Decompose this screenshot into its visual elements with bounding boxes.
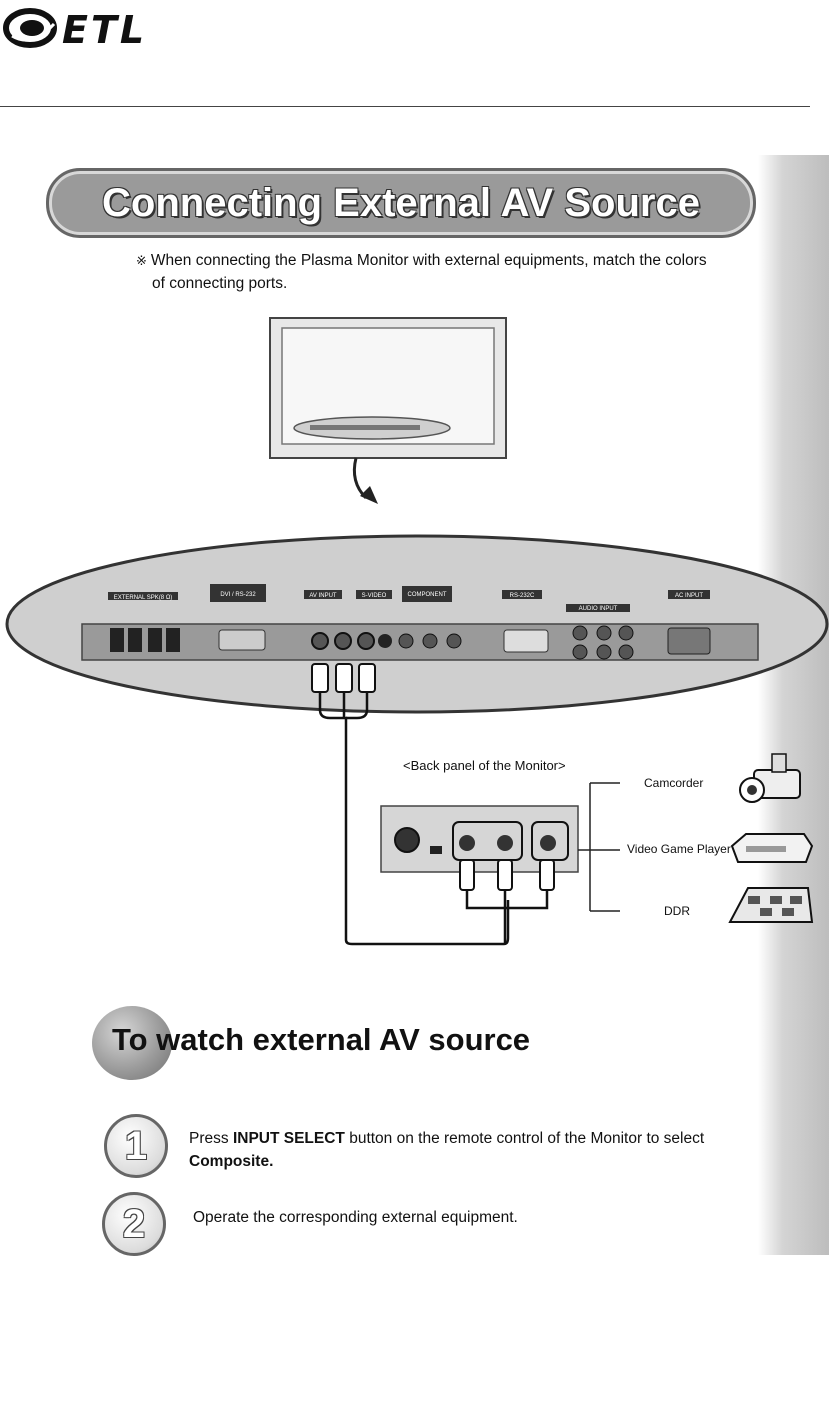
page-title: Connecting External AV Source <box>102 181 700 225</box>
connection-diagram: EXTERNAL SPK(8 Ω) DVI / RS-232 AV INPUT … <box>5 317 829 946</box>
etl-logo: ETL <box>2 4 162 52</box>
title-banner: Connecting External AV Source <box>46 168 756 238</box>
camcorder-icon <box>739 753 801 803</box>
step-2-text: Operate the corresponding external equip… <box>193 1209 518 1226</box>
color-match-note: ※When connecting the Plasma Monitor with… <box>136 249 756 295</box>
label-av-input: AV INPUT <box>309 593 337 599</box>
step-1-prefix: Press <box>189 1130 233 1147</box>
note-line-2: of connecting ports. <box>152 275 288 292</box>
device-bracket <box>578 782 620 912</box>
step-2-badge: 2 <box>102 1192 166 1256</box>
monitor-back-panel <box>380 805 579 944</box>
audio-input-jacks <box>572 625 634 660</box>
back-panel-caption: <Back panel of the Monitor> <box>403 758 566 773</box>
section-title: To watch external AV source <box>112 1022 531 1057</box>
game-console-icon <box>730 833 814 863</box>
step-1-input-select: INPUT SELECT <box>232 1130 345 1147</box>
rca-plugs-top <box>311 663 376 693</box>
step-1-text: Press INPUT SELECT button on the remote … <box>189 1127 769 1173</box>
page-edge-shading <box>758 155 829 1255</box>
note-mark: ※ <box>136 253 147 268</box>
label-audio-input: AUDIO INPUT <box>579 606 618 612</box>
step-1-composite: Composite. <box>189 1153 274 1170</box>
header-divider <box>0 106 810 107</box>
step-1-middle: button on the remote control of the Moni… <box>344 1130 705 1147</box>
logo-swirl-icon <box>3 8 57 48</box>
device-label-camcorder: Camcorder <box>644 776 704 790</box>
av-input-jacks <box>311 632 462 650</box>
label-ac-input: AC INPUT <box>675 593 703 599</box>
curved-arrow-icon <box>352 457 378 504</box>
device-label-game-player: Video Game Player <box>627 842 731 856</box>
step-1-badge: 1 <box>104 1114 168 1178</box>
label-external-speaker: EXTERNAL SPK(8 Ω) <box>114 595 173 601</box>
device-label-ddr: DDR <box>664 904 690 918</box>
label-s-video: S-VIDEO <box>362 593 387 599</box>
speaker-terminals <box>110 628 180 652</box>
label-component: COMPONENT <box>408 592 447 598</box>
av-cable <box>318 692 510 946</box>
plasma-monitor <box>269 317 507 459</box>
section-bullet <box>92 1006 172 1080</box>
back-panel-zoom: EXTERNAL SPK(8 Ω) DVI / RS-232 AV INPUT … <box>5 534 829 714</box>
note-line-1: When connecting the Plasma Monitor with … <box>150 252 707 269</box>
logo-text: ETL <box>62 8 148 52</box>
ddr-pad-icon <box>728 887 814 923</box>
label-dvi: DVI / RS-232 <box>220 592 256 598</box>
label-rs232c: RS-232C <box>510 593 535 599</box>
